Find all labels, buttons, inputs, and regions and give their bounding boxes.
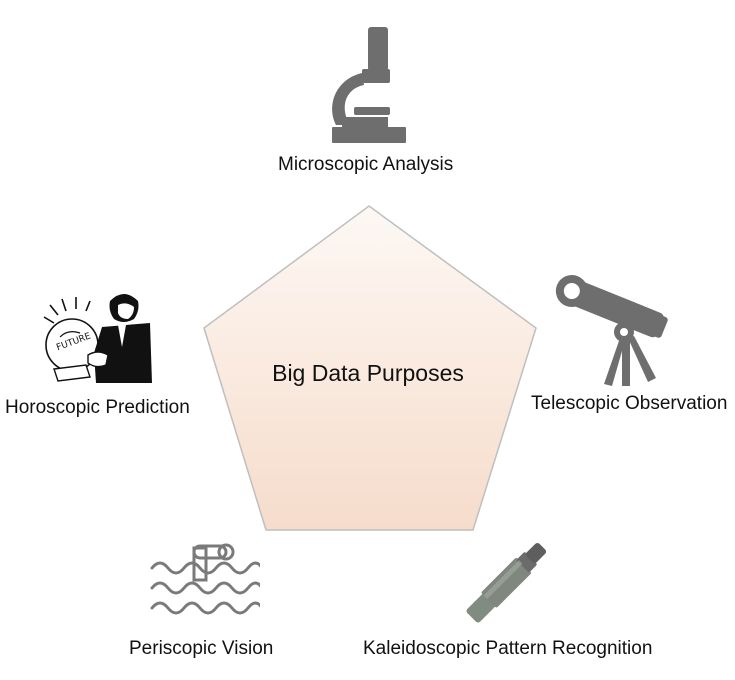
microscope-icon	[332, 27, 406, 143]
item-label-microscopic: Microscopic Analysis	[278, 154, 454, 175]
center-title: Big Data Purposes	[272, 360, 464, 386]
fortune-teller-icon: FUTURE	[43, 294, 152, 383]
telescope-icon	[555, 275, 668, 386]
kaleidoscope-icon	[466, 542, 547, 623]
item-label-kaleidoscopic: Kaleidoscopic Pattern Recognition	[363, 638, 653, 659]
item-label-horoscopic: Horoscopic Prediction	[5, 397, 190, 418]
item-label-telescopic: Telescopic Observation	[531, 393, 728, 414]
item-label-periscopic: Periscopic Vision	[129, 638, 274, 659]
periscope-icon	[150, 543, 260, 615]
